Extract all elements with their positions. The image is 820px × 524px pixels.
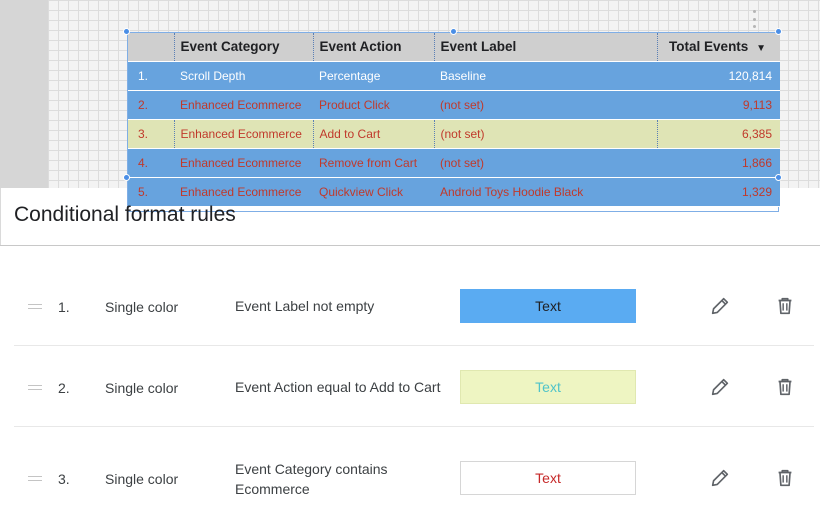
resize-handle-bottom-right[interactable] — [775, 174, 782, 181]
cell-total-events: 6,385 — [656, 119, 780, 149]
panel-title: Conditional format rules — [14, 203, 236, 226]
cell-total-events: 1,866 — [657, 148, 780, 178]
rule-format-swatch[interactable]: Text — [460, 370, 636, 404]
header-index — [128, 33, 174, 62]
pencil-icon[interactable] — [709, 295, 731, 317]
table-row[interactable]: 1. Scroll Depth Percentage Baseline 120,… — [128, 61, 780, 91]
canvas-left-rail — [0, 0, 48, 188]
header-total-events[interactable]: Total Events ▼ — [656, 33, 780, 62]
trash-icon[interactable] — [774, 467, 796, 489]
table-row[interactable]: 3. Enhanced Ecommerce Add to Cart (not s… — [128, 119, 780, 149]
drag-handle-icon[interactable] — [28, 304, 42, 309]
cell-event-label: (not set) — [434, 148, 657, 178]
trash-icon[interactable] — [774, 376, 796, 398]
cell-event-category: Enhanced Ecommerce — [174, 90, 313, 120]
rule-number: 3. — [58, 471, 70, 487]
rule-type: Single color — [105, 299, 179, 315]
report-table: Event Category Event Action Event Label … — [128, 33, 780, 207]
resize-handle-top-right[interactable] — [775, 28, 782, 35]
cell-event-label: Android Toys Hoodie Black — [434, 177, 657, 207]
rule-condition: Event Action equal to Add to Cart — [235, 379, 441, 395]
rule-condition: Event Category contains Ecommerce — [235, 461, 388, 497]
table-row[interactable]: 2. Enhanced Ecommerce Product Click (not… — [128, 90, 780, 120]
rule-format-swatch[interactable]: Text — [460, 461, 636, 495]
rule-row-3[interactable]: 3. Single color Event Category contains … — [14, 438, 814, 518]
resize-handle-top-middle[interactable] — [450, 28, 457, 35]
header-total-events-label: Total Events — [669, 39, 749, 55]
header-event-label[interactable]: Event Label — [433, 33, 657, 62]
report-canvas: Event Category Event Action Event Label … — [0, 0, 820, 212]
drag-handle-icon[interactable] — [28, 476, 42, 481]
rule-type: Single color — [105, 471, 179, 487]
table-header-row: Event Category Event Action Event Label … — [128, 33, 780, 62]
cell-event-action: Quickview Click — [313, 177, 434, 207]
cell-total-events: 1,329 — [657, 177, 780, 207]
rule-type: Single color — [105, 380, 179, 396]
rule-format-swatch[interactable]: Text — [460, 289, 636, 323]
cell-event-label: (not set) — [434, 90, 657, 120]
cell-event-action: Add to Cart — [312, 119, 434, 149]
panel-divider — [0, 245, 820, 246]
cell-event-action: Percentage — [313, 61, 434, 91]
resize-handle-bottom-left[interactable] — [123, 174, 130, 181]
table-row[interactable]: 5. Enhanced Ecommerce Quickview Click An… — [128, 177, 780, 207]
cell-event-category: Enhanced Ecommerce — [174, 148, 313, 178]
pencil-icon[interactable] — [709, 376, 731, 398]
header-event-action[interactable]: Event Action — [312, 33, 434, 62]
rule-number: 1. — [58, 299, 70, 315]
kebab-menu-icon[interactable] — [750, 10, 758, 28]
rule-row-1[interactable]: 1. Single color Event Label not empty Te… — [14, 266, 814, 346]
header-event-category[interactable]: Event Category — [173, 33, 313, 62]
trash-icon[interactable] — [774, 295, 796, 317]
panel-edge — [0, 188, 1, 246]
row-index: 2. — [128, 90, 174, 120]
cell-event-category: Enhanced Ecommerce — [173, 119, 313, 149]
cell-event-action: Product Click — [313, 90, 434, 120]
table-chart[interactable]: Event Category Event Action Event Label … — [127, 32, 780, 212]
rule-separator — [14, 345, 814, 346]
rule-condition: Event Label not empty — [235, 298, 375, 314]
table-row[interactable]: 4. Enhanced Ecommerce Remove from Cart (… — [128, 148, 780, 178]
row-index: 4. — [128, 148, 174, 178]
cell-event-category: Enhanced Ecommerce — [174, 177, 313, 207]
drag-handle-icon[interactable] — [28, 385, 42, 390]
rule-row-2[interactable]: 2. Single color Event Action equal to Ad… — [14, 347, 814, 427]
cell-event-category: Scroll Depth — [174, 61, 313, 91]
cell-event-label: (not set) — [433, 119, 657, 149]
rule-separator — [14, 426, 814, 427]
row-index: 1. — [128, 61, 174, 91]
sort-desc-icon[interactable]: ▼ — [756, 43, 766, 55]
cell-event-label: Baseline — [434, 61, 657, 91]
resize-handle-top-left[interactable] — [123, 28, 130, 35]
rule-number: 2. — [58, 380, 70, 396]
cell-event-action: Remove from Cart — [313, 148, 434, 178]
row-index: 3. — [128, 119, 174, 149]
cell-total-events: 9,113 — [657, 90, 780, 120]
cell-total-events: 120,814 — [657, 61, 780, 91]
row-index: 5. — [128, 177, 174, 207]
pencil-icon[interactable] — [709, 467, 731, 489]
